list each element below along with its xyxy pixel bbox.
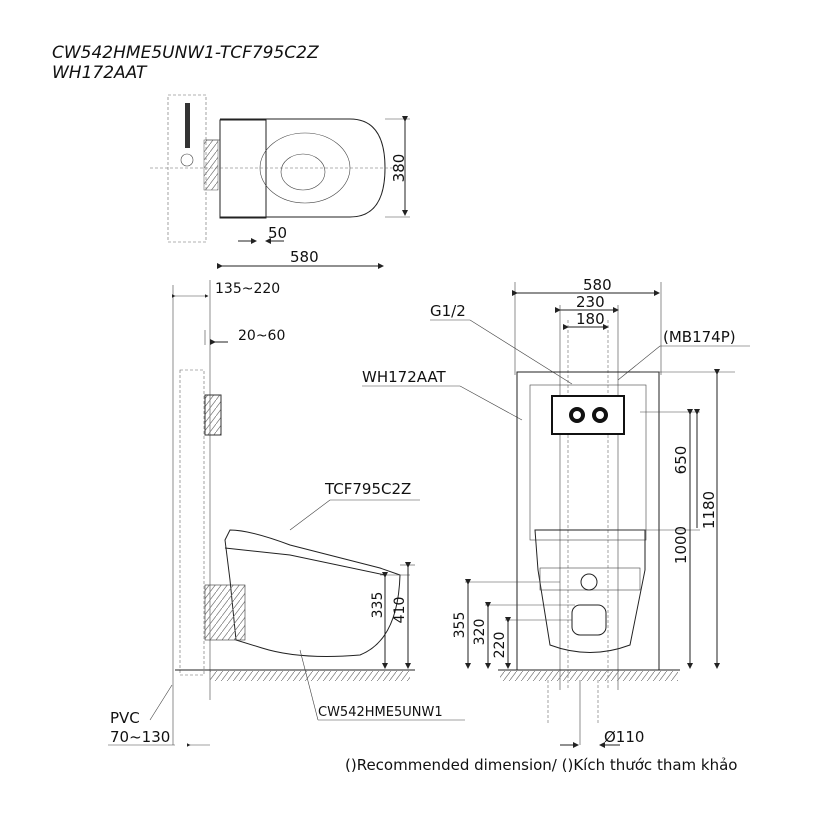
front-width-dim: 580	[583, 276, 612, 294]
inlet-label: G1/2	[430, 302, 466, 320]
gap-dim: 20~60	[238, 328, 285, 344]
frame-model-title: WH172AAT	[52, 63, 148, 83]
wall-dim: 135~220	[215, 281, 280, 297]
rim-height-dim: 410	[392, 597, 408, 624]
dim-220: 220	[492, 632, 508, 659]
dim-650: 650	[672, 446, 690, 475]
top-view: 380 50 580	[150, 94, 410, 269]
seat-height-dim: 335	[370, 592, 386, 619]
front-inner2-dim: 180	[576, 310, 605, 328]
side-view: 135~220 20~60 TCF795C2Z 335 410 CW542HME…	[108, 280, 465, 747]
pvc-label: PVC	[110, 709, 140, 727]
frame-label: WH172AAT	[362, 368, 447, 386]
top-offset-dim: 50	[268, 224, 287, 242]
dim-1000: 1000	[672, 526, 690, 564]
dim-1180: 1180	[700, 491, 718, 529]
dim-355: 355	[452, 612, 468, 639]
front-inner1-dim: 230	[576, 293, 605, 311]
model-title: CW542HME5UNW1-TCF795C2Z	[52, 43, 319, 63]
seat-label: TCF795C2Z	[324, 480, 411, 498]
footnote: ()Recommended dimension/ ()Kích thước th…	[345, 756, 737, 774]
pvc-dim: 70~130	[110, 728, 170, 746]
top-length-dim: 580	[290, 248, 319, 266]
top-depth-dim: 380	[390, 154, 408, 183]
dim-320: 320	[472, 619, 488, 646]
flush-plate	[551, 395, 625, 435]
plate-label: (MB174P)	[663, 328, 736, 346]
bowl-label: CW542HME5UNW1	[318, 705, 443, 720]
front-view: 580 230 180 G1/2 (MB174P) WH172AAT	[362, 276, 750, 748]
outlet-dim: Ø110	[604, 728, 644, 746]
